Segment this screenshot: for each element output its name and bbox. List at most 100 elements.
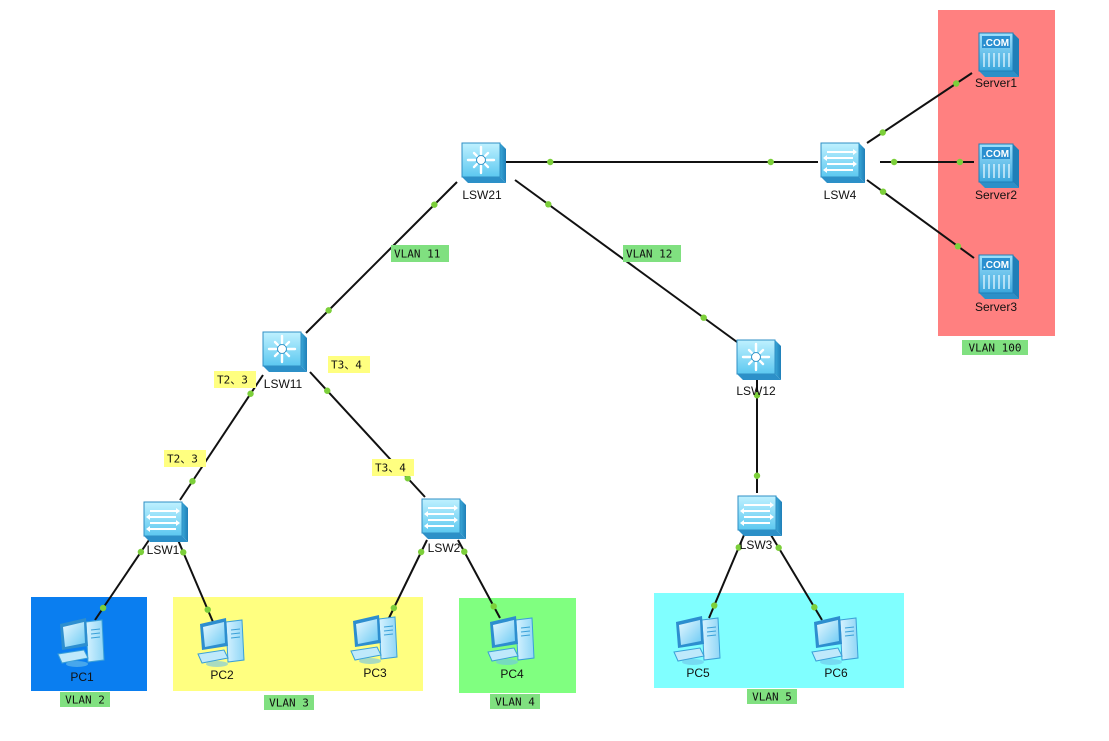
device-pc2[interactable]: PC2 xyxy=(197,618,245,682)
tag-t34-a: T3、4 xyxy=(328,356,370,373)
link-tag-bg xyxy=(214,371,256,388)
port-dot-lsw21-lsw4-lsw4 xyxy=(767,158,774,166)
port-dot-lsw11-lsw2-lsw11 xyxy=(324,387,331,394)
port-dot-lsw4-server3-lsw4 xyxy=(879,188,887,195)
link-tag-text: T2、3 xyxy=(167,453,198,466)
port-dot-lsw4-server3-server3 xyxy=(954,243,962,250)
device-label-pc2: PC2 xyxy=(210,668,234,682)
link-lsw21-lsw11[interactable] xyxy=(305,181,458,334)
device-label-server1: Server1 xyxy=(975,76,1017,90)
link-tag-text: T3、4 xyxy=(331,359,362,372)
device-label-server2: Server2 xyxy=(975,188,1017,202)
switch-icon[interactable] xyxy=(421,498,466,539)
port-dot-lsw11-lsw1-lsw1 xyxy=(189,478,196,485)
zone-label-text: VLAN 4 xyxy=(495,696,535,709)
port-dot-lsw1-pc1-lsw1 xyxy=(137,548,145,556)
device-server2[interactable]: .COM Server2 xyxy=(975,143,1019,202)
port-dot-lsw21-lsw11-lsw21 xyxy=(431,201,438,208)
port-dot-lsw3-pc5-pc5 xyxy=(711,602,718,609)
server-badge-text: .COM xyxy=(983,149,1009,160)
port-dot-lsw3-pc6-lsw3 xyxy=(775,544,782,551)
device-lsw12[interactable]: LSW12 xyxy=(736,339,781,398)
port-dot-lsw1-pc1-pc1 xyxy=(99,604,107,612)
link-tag-bg xyxy=(623,245,681,262)
device-lsw1[interactable]: LSW1 xyxy=(143,501,188,557)
port-dot-lsw2-pc3-lsw2 xyxy=(417,548,425,556)
pc-icon[interactable] xyxy=(673,616,721,665)
zone-vlan2: VLAN 2 xyxy=(31,597,147,707)
port-dot-lsw3-pc6-pc6 xyxy=(811,604,818,611)
link-tag-bg xyxy=(391,245,449,262)
port-dot-lsw21-lsw4-lsw21 xyxy=(547,158,554,166)
zone-label-text: VLAN 2 xyxy=(65,694,105,707)
device-lsw4[interactable]: LSW4 xyxy=(820,142,865,202)
link-tag-bg xyxy=(328,356,370,373)
pc-icon[interactable] xyxy=(350,615,398,664)
port-dot-lsw21-lsw12-lsw12 xyxy=(700,314,707,321)
port-dot-lsw4-server1-server1 xyxy=(953,80,960,87)
switch-icon[interactable] xyxy=(820,142,865,183)
port-dot-lsw21-lsw11-lsw11 xyxy=(325,307,332,314)
port-dot-lsw4-server2-server2 xyxy=(956,158,964,166)
zone-label-vlan4: VLAN 4 xyxy=(490,694,540,709)
switch-icon[interactable] xyxy=(143,501,188,542)
device-label-pc3: PC3 xyxy=(363,666,387,680)
zone-label-text: VLAN 100 xyxy=(969,342,1022,355)
server-badge-text: .COM xyxy=(983,38,1009,49)
server-icon[interactable]: .COM xyxy=(978,143,1019,188)
device-label-pc1: PC1 xyxy=(70,670,94,684)
port-dot-lsw4-server2-lsw4 xyxy=(890,158,898,166)
device-server3[interactable]: .COM Server3 xyxy=(975,254,1019,314)
zone-vlan5: VLAN 5 xyxy=(654,593,904,704)
port-dot-lsw11-lsw1-lsw11 xyxy=(247,390,254,397)
port-dot-lsw4-server1-lsw4 xyxy=(879,129,886,136)
zone-label-bg xyxy=(962,340,1028,355)
zone-label-vlan3: VLAN 3 xyxy=(264,695,314,710)
server-icon[interactable]: .COM xyxy=(978,32,1019,77)
device-pc3[interactable]: PC3 xyxy=(350,615,398,680)
zone-label-bg xyxy=(747,689,797,704)
pc-icon[interactable] xyxy=(487,616,535,665)
zone-label-vlan2: VLAN 2 xyxy=(60,692,110,707)
device-label-lsw2: LSW2 xyxy=(428,541,461,555)
switch-icon[interactable] xyxy=(737,495,782,536)
device-server1[interactable]: .COM Server1 xyxy=(975,32,1019,90)
zone-label-text: VLAN 3 xyxy=(269,697,309,710)
pc-icon[interactable] xyxy=(57,618,105,667)
device-label-pc4: PC4 xyxy=(500,667,524,681)
device-label-lsw3: LSW3 xyxy=(740,538,773,552)
zone-label-bg xyxy=(264,695,314,710)
device-pc5[interactable]: PC5 xyxy=(673,616,721,680)
port-dot-lsw1-pc2-lsw1 xyxy=(180,549,187,556)
device-lsw11[interactable]: LSW11 xyxy=(262,331,307,391)
device-label-lsw4: LSW4 xyxy=(824,188,857,202)
pc-icon[interactable] xyxy=(197,618,245,667)
device-lsw21[interactable]: LSW21 xyxy=(461,142,506,202)
device-lsw2[interactable]: LSW2 xyxy=(421,498,466,555)
tag-t23-b: T2、3 xyxy=(164,450,206,467)
port-dot-lsw12-lsw3-lsw3 xyxy=(753,472,761,479)
device-lsw3[interactable]: LSW3 xyxy=(737,495,782,552)
zone-label-bg xyxy=(60,692,110,707)
device-label-server3: Server3 xyxy=(975,300,1017,314)
port-dot-lsw3-pc5-lsw3 xyxy=(735,544,742,551)
device-pc4[interactable]: PC4 xyxy=(487,616,535,681)
pc-icon[interactable] xyxy=(811,616,859,665)
zone-label-bg xyxy=(490,694,540,709)
device-pc1[interactable]: PC1 xyxy=(57,618,105,684)
core-switch-icon[interactable] xyxy=(736,339,781,380)
device-label-lsw21: LSW21 xyxy=(462,188,502,202)
zone-label-text: VLAN 5 xyxy=(752,691,792,704)
zone-label-vlan100: VLAN 100 xyxy=(962,340,1028,355)
server-badge-text: .COM xyxy=(983,260,1009,271)
port-dot-lsw21-lsw12-lsw21 xyxy=(545,201,552,208)
device-label-pc6: PC6 xyxy=(824,666,848,680)
tag-t34-b: T3、4 xyxy=(372,459,414,476)
server-icon[interactable]: .COM xyxy=(978,254,1019,299)
link-tag-bg xyxy=(372,459,414,476)
device-label-pc5: PC5 xyxy=(686,666,710,680)
core-switch-icon[interactable] xyxy=(461,142,506,183)
core-switch-icon[interactable] xyxy=(262,331,307,372)
device-pc6[interactable]: PC6 xyxy=(811,616,859,680)
